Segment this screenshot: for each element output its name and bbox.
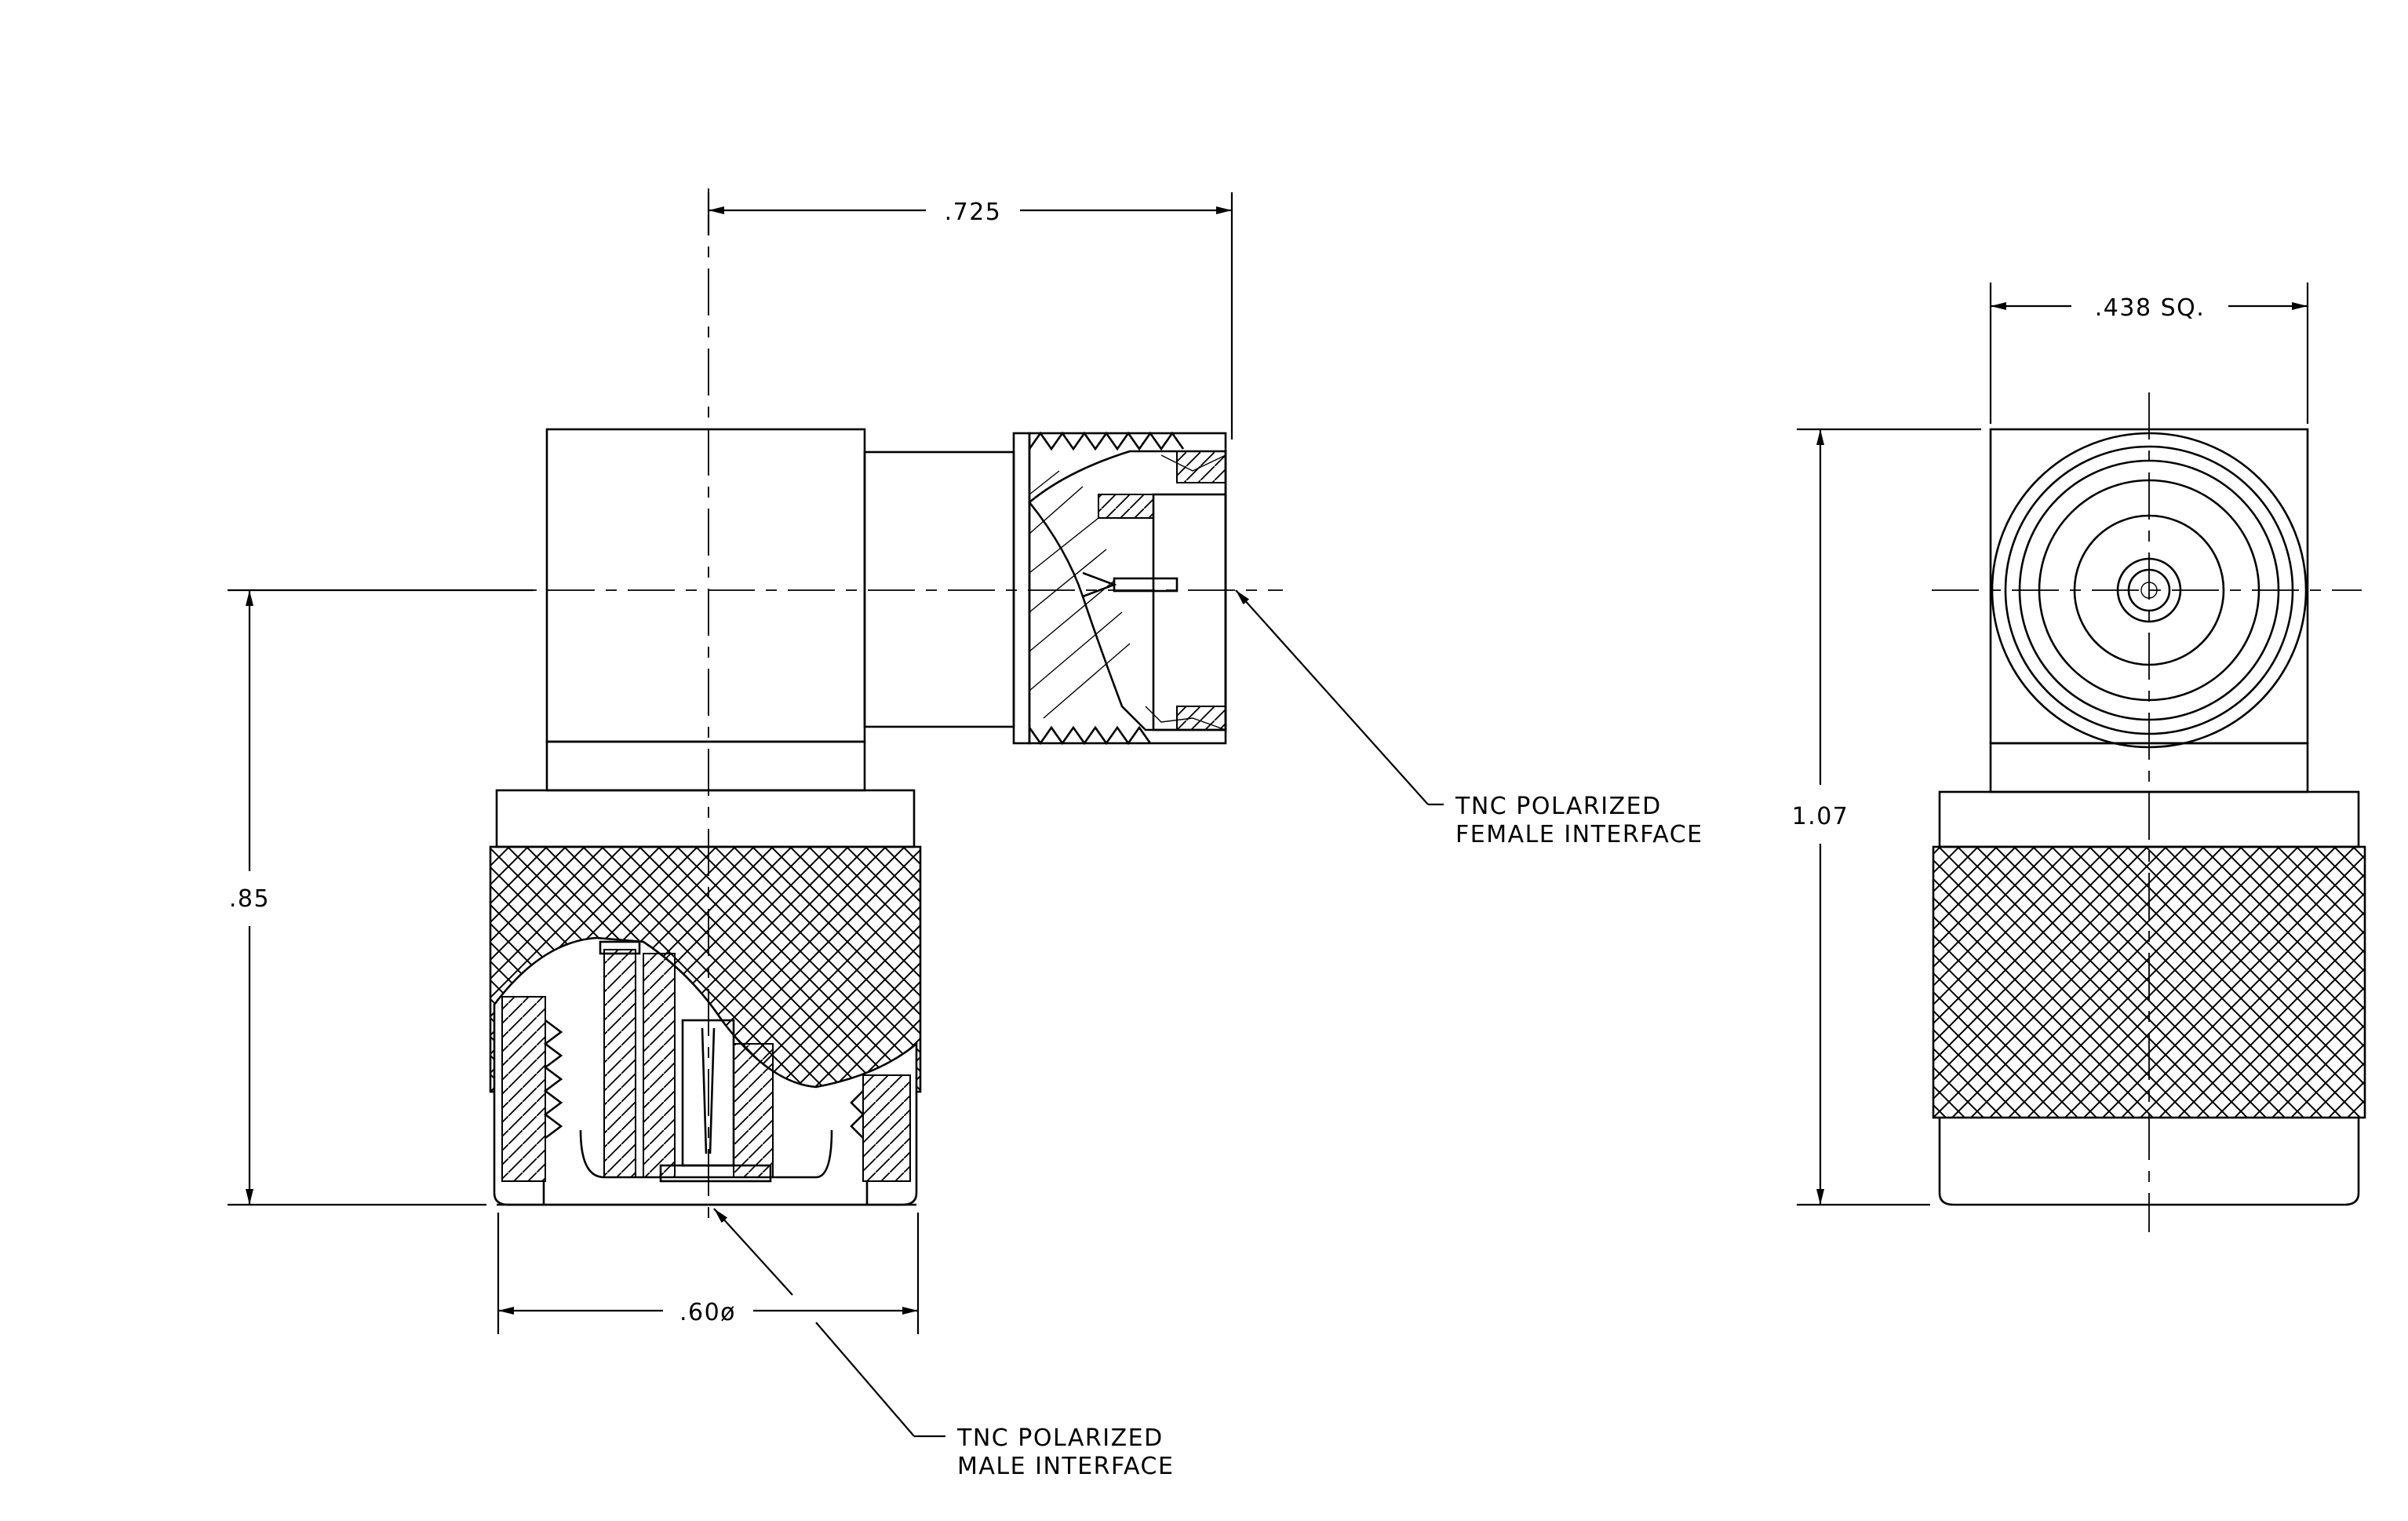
dim-width-label: .725 <box>945 199 1002 226</box>
callout-female: TNC POLARIZED FEMALE INTERFACE <box>1235 589 1703 848</box>
male-callout-line2: MALE INTERFACE <box>957 1453 1174 1480</box>
dim-width: .725 <box>707 192 1233 440</box>
female-callout-line1: TNC POLARIZED <box>1455 793 1662 820</box>
dim-square-label: .438 SQ. <box>2095 294 2206 322</box>
dim-side-height: .85 <box>228 589 534 1206</box>
callout-male: TNC POLARIZED MALE INTERFACE <box>713 1208 1174 1480</box>
female-arm <box>863 431 1227 746</box>
side-body-collar <box>545 740 866 792</box>
male-callout-line1: TNC POLARIZED <box>956 1424 1164 1452</box>
front-view: .438 SQ. 1.07 <box>1792 283 2366 1232</box>
dim-square: .438 SQ. <box>1989 283 2309 424</box>
dim-front-height-label: 1.07 <box>1792 803 1849 830</box>
dim-side-height-label: .85 <box>229 885 270 913</box>
female-callout-line2: FEMALE INTERFACE <box>1455 821 1703 848</box>
side-view: .725 .85 .60ø TNC POLARIZED FEMALE INTER… <box>228 188 1703 1480</box>
dim-diameter: .60ø <box>497 1213 920 1334</box>
dim-front-height: 1.07 <box>1792 428 1981 1206</box>
male-nut <box>489 789 922 1206</box>
side-body-block <box>545 428 866 743</box>
dim-diameter-label: .60ø <box>679 1299 736 1326</box>
